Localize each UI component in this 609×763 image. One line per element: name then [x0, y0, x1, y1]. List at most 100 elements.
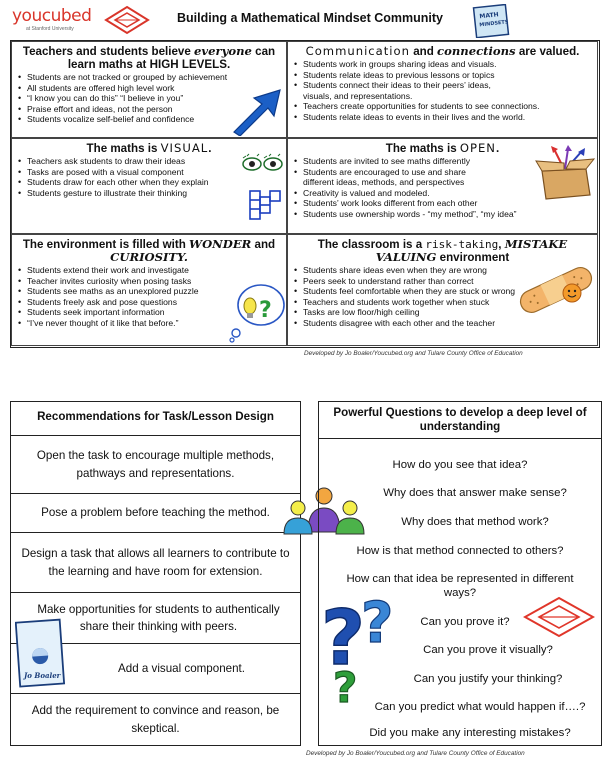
task-design-panel: Recommendations for Task/Lesson Design O… [10, 401, 301, 746]
open-box-icon [535, 145, 596, 200]
youcubed-cube-icon [104, 5, 150, 35]
question-item: How can that idea be represented in diff… [346, 573, 574, 599]
question-item: Can you justify your thinking? [413, 673, 563, 685]
bullet-list: Students work in groups sharing ideas an… [288, 59, 597, 123]
list-item: “I know you can do this” “I believe in y… [17, 93, 283, 104]
title-part: Communication [305, 44, 410, 58]
question-item: Why does that answer make sense? [383, 487, 567, 499]
title-emphasis: VISUAL [160, 141, 209, 155]
cell-title: The maths is VISUAL. [12, 139, 286, 156]
title-part: can learn maths at HIGH LEVELS. [67, 45, 276, 71]
title-part: Teachers and students believe [22, 45, 195, 58]
title-part: and [409, 45, 438, 58]
list-item: Students are encouraged to use and share [293, 167, 594, 178]
bullet-list: Students are invited to see maths differ… [288, 156, 597, 220]
list-item: Tasks are low floor/high ceiling [293, 307, 594, 318]
task-text: Pose a problem before teaching the metho… [41, 506, 270, 520]
title-part: , [498, 238, 505, 251]
title-part: environment [436, 251, 510, 264]
title-emphasis: CURIOSITY. [110, 250, 188, 264]
list-item: Students vocalize self-belief and confid… [17, 114, 283, 125]
title-emphasis: everyone [194, 44, 252, 58]
list-item: Students seek important information [17, 307, 283, 318]
page-title: Building a Mathematical Mindset Communit… [177, 11, 443, 25]
credit-line-bottom: Developed by Jo Boaler/Youcubed.org and … [306, 750, 525, 757]
list-item: Students relate ideas to events in their… [293, 112, 594, 123]
task-text: Add the requirement to convince and reas… [31, 704, 280, 735]
credit-line: Developed by Jo Boaler/Youcubed.org and … [304, 350, 523, 357]
cell-mistake-valuing: The classroom is a risk-taking, MISTAKE … [287, 234, 598, 346]
people-group-icon [283, 487, 365, 535]
list-item: Students share ideas even when they are … [293, 265, 594, 276]
title-emphasis: OPEN [459, 141, 496, 155]
list-item: Students extend their work and investiga… [17, 265, 283, 276]
panel-heading: Recommendations for Task/Lesson Design [11, 402, 300, 436]
svg-text:MINDSETS: MINDSETS [479, 19, 509, 28]
list-item: Students disagree with each other and th… [293, 318, 594, 329]
eyes-icon [242, 153, 283, 171]
book-author: Jo Boaler [22, 671, 62, 680]
cell-title: The classroom is a risk-taking, MISTAKE … [288, 235, 597, 265]
mindsets-book-cover-icon: Jo Boaler [15, 618, 66, 688]
list-item: Students use ownership words - “my metho… [293, 209, 594, 220]
task-text: Design a task that allows all learners t… [21, 547, 290, 578]
list-item-continued: different ideas, methods, and perspectiv… [303, 177, 465, 188]
question-item: How do you see that idea? [392, 459, 528, 471]
page-header: youcubed at Stanford University Building… [10, 4, 602, 38]
svg-text:?: ? [333, 663, 357, 704]
cell-open: The maths is OPEN. Students are invited … [287, 138, 598, 234]
list-item: Students draw for each other when they e… [17, 177, 283, 188]
task-row: Add a visual component. [11, 644, 300, 694]
list-item: Students feel comfortable when they are … [293, 286, 594, 297]
list-item: Students gesture to illustrate their thi… [17, 188, 283, 199]
up-arrow-icon [233, 89, 281, 136]
title-part: The environment is filled with [22, 238, 190, 251]
cell-title: The environment is filled with WONDER an… [12, 235, 286, 265]
list-item: Students work in groups sharing ideas an… [293, 59, 594, 70]
cell-communication: Communication and connections are valued… [287, 41, 598, 138]
question-item: Why does that method work? [401, 516, 549, 528]
task-row: Make opportunities for students to authe… [11, 593, 300, 644]
list-item: Teacher invites curiosity when posing ta… [17, 276, 283, 287]
svg-text:MATH: MATH [479, 11, 499, 20]
task-row: Pose a problem before teaching the metho… [11, 494, 300, 533]
task-row: Design a task that allows all learners t… [11, 533, 300, 593]
task-row: Open the task to encourage multiple meth… [11, 436, 300, 494]
cell-title: Communication and connections are valued… [288, 42, 597, 59]
list-item: All students are offered high level work [17, 83, 283, 94]
question-marks-icon: ? ? ? [321, 590, 394, 704]
task-row: Add the requirement to convince and reas… [11, 694, 300, 745]
question-item: Can you prove it visually? [423, 644, 553, 656]
cell-high-levels: Teachers and students believe everyone c… [11, 41, 287, 138]
list-item: Students connect their ideas to their pe… [293, 80, 594, 91]
title-part: and [251, 238, 276, 251]
question-item: Did you make any interesting mistakes? [369, 727, 571, 739]
title-part: are valued. [515, 45, 580, 58]
task-text: Add a visual component. [118, 661, 245, 675]
title-part: The classroom is a [317, 238, 426, 251]
cell-title: The maths is OPEN. [288, 139, 597, 156]
thought-bubble-icon: ? [229, 284, 285, 343]
list-item: Students are not tracked or grouped by a… [17, 72, 283, 83]
list-item: Students’ work looks different from each… [293, 198, 594, 209]
title-part: The maths is [86, 142, 161, 155]
list-item: Students freely ask and pose questions [17, 297, 283, 308]
cell-title: Teachers and students believe everyone c… [12, 42, 286, 72]
question-item: How is that method connected to others? [356, 545, 564, 557]
list-item: Praise effort and ideas, not the person [17, 104, 283, 115]
list-item: Students are invited to see maths differ… [293, 156, 594, 167]
powerful-questions-panel: Powerful Questions to develop a deep lev… [318, 401, 602, 746]
title-emphasis: risk-taking [425, 238, 499, 251]
panel-heading: Powerful Questions to develop a deep lev… [319, 402, 601, 439]
title-part: . [495, 142, 500, 155]
cell-wonder: The environment is filled with WONDER an… [11, 234, 287, 346]
list-item: “I’ve never thought of it like that befo… [17, 318, 283, 329]
bullet-list: Teachers ask students to draw their idea… [12, 156, 286, 198]
logo-subtitle: at Stanford University [26, 26, 74, 32]
task-text: Open the task to encourage multiple meth… [36, 449, 275, 480]
grid-blocks-icon [249, 190, 281, 220]
list-item: Creativity is valued and modeled. [293, 188, 594, 199]
title-part: The maths is [385, 142, 460, 155]
list-item-continued: visuals, and representations. [303, 90, 413, 101]
list-item: Students relate ideas to previous lesson… [293, 70, 594, 81]
